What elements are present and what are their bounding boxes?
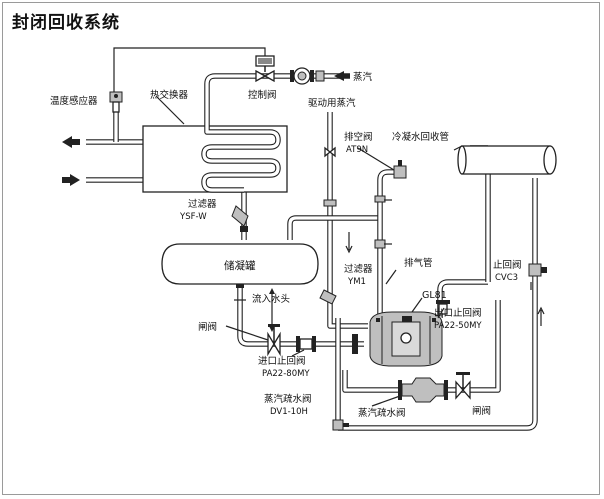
inlet-check-valve-label: 进口止回阀 [258, 355, 306, 367]
inlet-check-valve-icon [296, 336, 316, 352]
down-arrow-icon [345, 232, 353, 254]
water-head-indicator [269, 288, 275, 332]
bottom-gate-valve-icon [455, 372, 471, 400]
outlet-check-valve-model: PA22-50MY [434, 321, 482, 331]
condensate-return-main [453, 145, 557, 175]
steam-trap-valve-model: DV1-10H [270, 407, 308, 417]
exhaust-pipe-label: 排气管 [404, 257, 433, 269]
filter-mid-label: 过滤器 [344, 263, 373, 275]
filter-top-model: YSF-W [179, 212, 207, 222]
steam-trap-valve-label: 蒸汽疏水阀 [264, 393, 312, 405]
pump-gl81 [352, 311, 443, 367]
gate-valve-left-icon [234, 299, 281, 357]
drive-steam-valve-icon [323, 146, 337, 207]
vent-valve-icon [393, 160, 407, 179]
tank-outlet-pipe [237, 284, 364, 347]
steam-trap-bottom-label: 蒸汽疏水阀 [358, 407, 406, 419]
up-arrow-icon [537, 306, 545, 326]
leader-lines [155, 95, 445, 407]
check-valve-right-model: CVC3 [495, 273, 518, 283]
tank-vent-pipe [287, 215, 379, 240]
heat-exchanger [142, 119, 288, 193]
steam-label: 蒸汽 [353, 71, 373, 83]
steam-strainer-icon [290, 67, 350, 85]
inlet-check-valve-model: PA22-80MY [262, 369, 310, 379]
check-valve-right-label: 止回阀 [493, 259, 522, 271]
vent-valve-model: AT9N [346, 145, 368, 155]
gate-valve-left-label: 闸阀 [198, 321, 217, 333]
filter-top-label: 过滤器 [188, 198, 217, 210]
y-strainer-icon [231, 205, 249, 232]
filter-mid-model: YM1 [347, 277, 366, 287]
left-flow-arrows [62, 136, 80, 186]
receiver-tank-label: 储凝罐 [224, 259, 256, 272]
control-valve-icon [255, 55, 275, 83]
drain-trap-dv1-icon [332, 419, 349, 431]
gate-valve-bottom-label: 闸阀 [472, 405, 491, 417]
temperature-sensor-icon [109, 91, 123, 113]
control-valve-label: 控制阀 [248, 89, 277, 101]
vent-valve-label: 排空阀 [344, 131, 373, 143]
receiver-tank [161, 243, 319, 288]
drive-steam-label: 驱动用蒸汽 [308, 97, 356, 109]
condensate-return-label: 冷凝水回收管 [392, 131, 449, 143]
steam-arrow-icon [334, 71, 350, 81]
bottom-steam-trap-icon [398, 377, 448, 403]
inflow-arrow-icon [62, 174, 80, 186]
exhaust-valve-icons [374, 195, 392, 249]
temp-sensor-label: 温度感应器 [50, 95, 98, 107]
water-head-label: 流入水头 [252, 293, 290, 305]
pump-model-label: GL81 [422, 290, 447, 301]
sensor-signal-line [113, 47, 266, 92]
page-title: 封闭回收系统 [12, 13, 120, 33]
ym1-strainer-icon [319, 289, 337, 305]
heat-exchanger-label: 热交换器 [150, 89, 189, 101]
outlet-check-valve-label: 出口止回阀 [434, 307, 482, 319]
check-valve-cvc3-icon [528, 263, 547, 290]
outflow-arrow-icon [62, 136, 80, 148]
